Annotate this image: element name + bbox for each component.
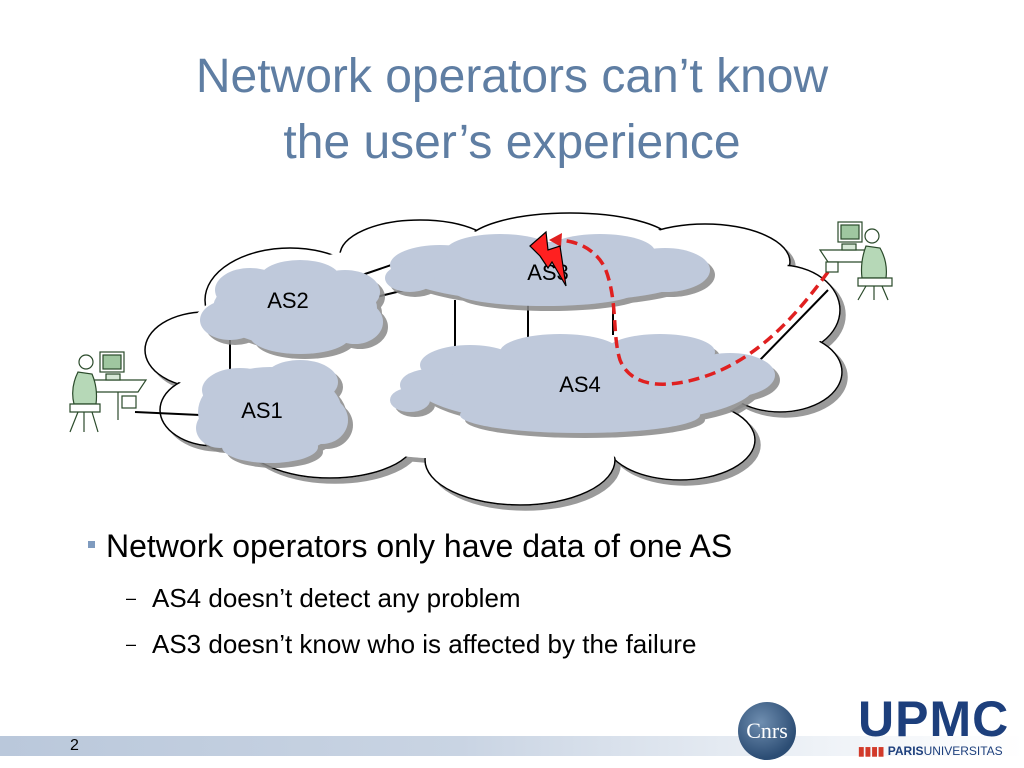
link-user-left-as1 [134,411,201,416]
as1-cloud [196,360,348,463]
bullet-main-text: Network operators only have data of one … [106,528,733,564]
title-line-2: the user’s experience [283,116,741,169]
bullet-list: Network operators only have data of one … [88,524,988,662]
as2-cloud [200,260,383,354]
bullet-sub-1: – AS4 doesn’t detect any problem [126,580,988,616]
bullet-main: Network operators only have data of one … [88,524,988,568]
bullet-square-icon [88,541,95,548]
dash-marker: – [126,588,137,608]
failure-path-arrowhead [549,233,562,247]
as4-label: AS4 [559,372,601,397]
as3-cloud [385,234,710,306]
as4-cloud [390,334,775,433]
page-number: 2 [70,737,79,754]
bullet-sub-2-text: AS3 doesn’t know who is affected by the … [152,629,697,659]
bullet-sub-2: – AS3 doesn’t know who is affected by th… [126,626,988,662]
upmc-bars-icon: ▮▮▮▮ [858,744,885,758]
bullet-sub-1-text: AS4 doesn’t detect any problem [152,583,521,613]
lightning-bolt-icon [529,230,567,287]
as1-label: AS1 [241,398,283,423]
upmc-logo: UPMC [858,691,1010,747]
slide-title: Network operators can’t know the user’s … [0,44,1024,176]
upmc-subtitle: ▮▮▮▮ PARISUNIVERSITAS [858,744,1003,758]
computer-user-icon-right [818,221,893,301]
upmc-universitas: UNIVERSITAS [923,744,1003,758]
cnrs-logo-text: Cnrs [746,718,788,743]
as2-label: AS2 [267,288,309,313]
cnrs-logo: Cnrs [738,702,796,760]
computer-user-icon-left [69,351,148,433]
title-line-1: Network operators can’t know [195,50,829,103]
dash-marker: – [126,634,137,654]
failure-path [555,238,830,386]
link-as4-user-right [759,289,829,361]
upmc-paris: PARIS [887,744,924,758]
